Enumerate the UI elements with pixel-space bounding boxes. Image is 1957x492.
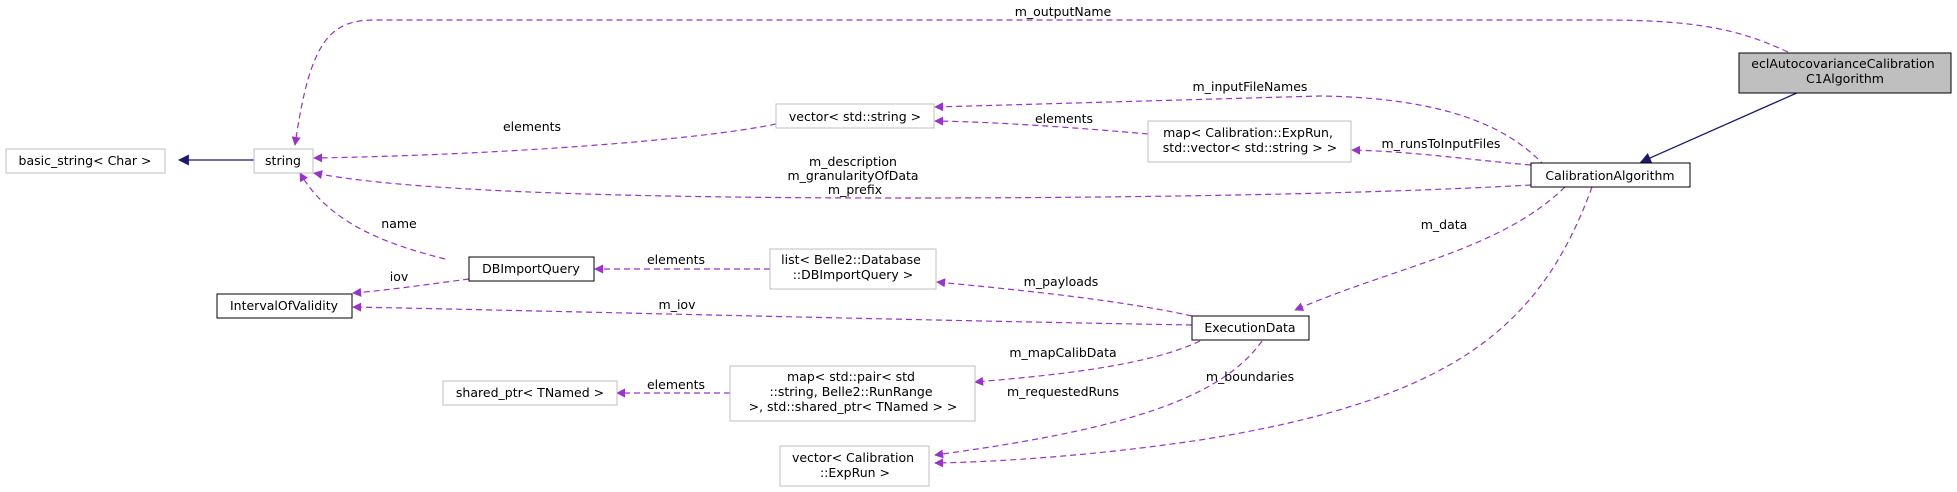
edge-m-input-file-names bbox=[934, 95, 1546, 167]
node-execution-data[interactable]: ExecutionData bbox=[1191, 315, 1310, 341]
label-m-map-calib-data: m_mapCalibData bbox=[1009, 345, 1116, 360]
svg-text:DBImportQuery: DBImportQuery bbox=[482, 261, 580, 276]
label-m-description: m_description m_granularityOfData m_pref… bbox=[787, 154, 922, 197]
svg-text:string: string bbox=[265, 153, 301, 168]
label-m-output-name: m_outputName bbox=[1015, 4, 1112, 19]
label-m-input-file-names: m_inputFileNames bbox=[1193, 79, 1308, 94]
label-m-iov: m_iov bbox=[659, 297, 697, 312]
node-db-import-query[interactable]: DBImportQuery bbox=[468, 256, 595, 282]
node-map-exprun[interactable]: map< Calibration::ExpRun, std::vector< s… bbox=[1147, 120, 1352, 163]
edge-name bbox=[299, 172, 446, 260]
svg-text:CalibrationAlgorithm: CalibrationAlgorithm bbox=[1545, 168, 1674, 183]
label-m-boundaries: m_boundaries bbox=[1206, 369, 1294, 384]
edge-m-payloads bbox=[936, 278, 1193, 317]
label-m-data: m_data bbox=[1421, 217, 1468, 232]
edge-m-iov bbox=[352, 302, 1193, 326]
node-string[interactable]: string bbox=[253, 148, 314, 174]
svg-text:IntervalOfValidity: IntervalOfValidity bbox=[230, 298, 339, 313]
label-m-runs-to-input-files: m_runsToInputFiles bbox=[1382, 136, 1501, 151]
label-name: name bbox=[381, 216, 417, 231]
node-calibration-algorithm[interactable]: CalibrationAlgorithm bbox=[1530, 162, 1691, 188]
svg-text:basic_string< Char >: basic_string< Char > bbox=[19, 153, 152, 168]
edge-m-description bbox=[313, 170, 1532, 199]
label-m-payloads: m_payloads bbox=[1024, 274, 1099, 289]
node-vector-exprun[interactable]: vector< Calibration ::ExpRun > bbox=[779, 445, 930, 487]
label-iov: iov bbox=[390, 269, 409, 284]
nodes: eclAutocovarianceCalibration C1Algorithm… bbox=[5, 52, 1952, 487]
edge-m-data bbox=[1294, 186, 1566, 311]
svg-text:eclAutocovarianceCalibration: eclAutocovarianceCalibration C1Algorithm bbox=[1751, 56, 1938, 86]
node-shared-ptr-tnamed[interactable]: shared_ptr< TNamed > bbox=[442, 380, 618, 406]
svg-text:map< Calibration::ExpRun,: map< Calibration::ExpRun, std::vector< s… bbox=[1163, 125, 1337, 155]
label-map-elements: elements bbox=[1035, 111, 1093, 126]
svg-text:list< Belle2::Database: list< Belle2::Database ::DBImportQuery > bbox=[781, 252, 925, 282]
edge-m-output-name bbox=[291, 19, 1789, 146]
edge-iov bbox=[352, 278, 470, 297]
svg-text:map< std::pair< std ::: map< std::pair< std ::string, Belle2::Ru… bbox=[749, 369, 958, 414]
edge-m-runs-to-input-files bbox=[1351, 145, 1532, 166]
node-ecl-autocovariance-calibration-c1-algorithm[interactable]: eclAutocovarianceCalibration C1Algorithm bbox=[1738, 52, 1952, 94]
edge-m-map-calib-data bbox=[974, 340, 1201, 386]
edge-map-elements bbox=[934, 116, 1149, 135]
node-vector-string[interactable]: vector< std::string > bbox=[775, 103, 935, 129]
edge-m-requested-runs bbox=[934, 340, 1263, 459]
node-map-pair-calib-data[interactable]: map< std::pair< std ::string, Belle2::Ru… bbox=[729, 365, 976, 422]
svg-text:ExecutionData: ExecutionData bbox=[1204, 320, 1295, 335]
edge-vector-elements bbox=[313, 123, 777, 163]
svg-text:shared_ptr< TNamed >: shared_ptr< TNamed > bbox=[456, 385, 604, 400]
label-m-requested-runs: m_requestedRuns bbox=[1007, 384, 1119, 399]
edges bbox=[177, 19, 1800, 468]
label-list-elements: elements bbox=[647, 252, 705, 267]
label-vector-elements: elements bbox=[503, 119, 561, 134]
edge-labels: m_outputName m_inputFileNames elements e… bbox=[381, 4, 1500, 399]
node-basic-string[interactable]: basic_string< Char > bbox=[5, 148, 166, 174]
edge-ecl-inherits-calibration-algorithm bbox=[1639, 91, 1800, 164]
svg-text:vector< Calibration ::: vector< Calibration ::ExpRun > bbox=[792, 450, 918, 480]
label-shared-elements: elements bbox=[647, 377, 705, 392]
svg-text:vector< std::string >: vector< std::string > bbox=[789, 109, 921, 124]
node-list-db-import-query[interactable]: list< Belle2::Database ::DBImportQuery > bbox=[769, 248, 937, 290]
edge-m-boundaries bbox=[934, 186, 1593, 468]
node-interval-of-validity[interactable]: IntervalOfValidity bbox=[216, 293, 353, 319]
